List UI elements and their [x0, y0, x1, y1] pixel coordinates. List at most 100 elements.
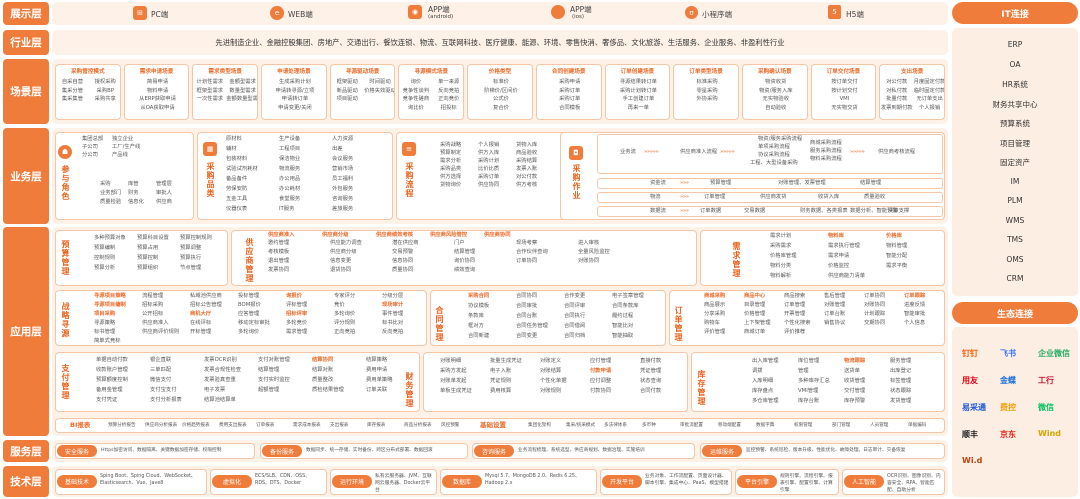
- finance-item: 电子入账: [490, 368, 512, 374]
- contract-item: 合同条款库: [612, 303, 639, 309]
- strategy-item: 多轮询价: [334, 311, 356, 317]
- category-item: 员工福利: [332, 176, 354, 182]
- strategy-item: 现场审计: [382, 302, 404, 308]
- ops-flow-bar: [597, 134, 943, 174]
- category-item: 生产设备: [279, 136, 301, 142]
- scene-item: 一次性需求: [196, 96, 224, 102]
- order-item: 商品搜索: [784, 293, 806, 299]
- scene-item: 从OA获取申请: [140, 104, 175, 111]
- strategy-item: 寻源项目编制: [94, 302, 126, 308]
- scene-item: 采购申请: [559, 79, 581, 85]
- finance-item: 对账明细: [440, 358, 462, 364]
- eco-logo: 用友: [962, 376, 978, 385]
- inventory-item: 入库明细: [752, 378, 774, 384]
- base-item: 移动端配置: [718, 423, 741, 428]
- it-system-item: OA: [1009, 59, 1021, 69]
- pay-item: 结算对账: [312, 367, 334, 373]
- contract-label: 合同管理: [435, 306, 444, 342]
- sourcing-item: 比价比质: [478, 166, 500, 172]
- finance-item: 采购方发起: [440, 368, 467, 374]
- category-item: 出差: [332, 146, 343, 152]
- budget-item: 预算分析: [94, 265, 116, 271]
- service-pill: 安全服务: [57, 445, 97, 457]
- tech-pill: 数据库: [442, 475, 482, 488]
- budget-item: 预算控制规则: [180, 235, 212, 241]
- strategy-item: 分级分层: [382, 293, 404, 299]
- it-system-item: CRM: [1006, 274, 1024, 283]
- ops-lane-step: 对账管理、发票管理: [778, 180, 826, 186]
- scene-item: 采购共享: [94, 96, 116, 102]
- role-item: 独立企业: [112, 136, 134, 142]
- pay-item: 超额管理: [258, 387, 280, 393]
- pay-item: 质量整改: [312, 377, 334, 383]
- pay-card: [55, 352, 420, 412]
- eco-logo: 易采通: [962, 403, 986, 412]
- sourcing-item: 供方考核: [516, 182, 538, 188]
- inventory-item: 收货管理: [844, 378, 866, 384]
- contract-item: 合同归档: [564, 333, 586, 339]
- service-card: [260, 443, 468, 459]
- ops-lane-label: 物流: [650, 194, 661, 200]
- scene-card: 订单类型场景标准采购零星采购外协采购: [673, 64, 739, 120]
- pay-item: 结算策略: [366, 357, 388, 363]
- order-item: 分享采购: [704, 311, 726, 317]
- role-item: 采购: [100, 181, 111, 187]
- bi-item: 库存报表: [367, 423, 386, 428]
- display-row: [52, 2, 948, 25]
- supplier-item: 交易预警: [392, 249, 414, 255]
- order-item: 商城订单: [744, 329, 766, 335]
- industry-text: 先进制造企业、金融控股集团、房地产、交通出行、餐饮连锁、物流、互联网科技、医疗健…: [215, 38, 785, 47]
- finance-item: 付款协同: [590, 388, 612, 394]
- finance-item: 对账定义: [540, 358, 562, 364]
- people-icon: ☗: [58, 145, 72, 159]
- ops-flow-service: 服务采购流程: [810, 148, 842, 154]
- eco-logo: 顺丰: [962, 430, 978, 439]
- supplier-item: 退出管理: [268, 258, 290, 264]
- ops-lane-arrows: »»»: [680, 194, 689, 200]
- demand-item: 需求申请: [828, 253, 850, 259]
- tech-desc: OCR识别、图像识别、内容安全、RPA、智能匹配、自助分析: [887, 474, 941, 493]
- scene-title: 寻源模式场景: [414, 69, 449, 75]
- sourcing-item: 采购品类: [440, 166, 462, 172]
- eco-logo: 微信: [1038, 403, 1054, 412]
- contract-item: 履约过程: [612, 313, 634, 319]
- ops-lane-step: 订单管理: [704, 194, 726, 200]
- demand-item: 物料分类: [770, 263, 792, 269]
- category-item: 保洁物业: [279, 156, 301, 162]
- pay-item: 支付宝支付: [150, 387, 177, 393]
- scene-item: 物资收货: [765, 79, 787, 85]
- bi-item: 供应商分析报表: [145, 423, 178, 428]
- roles-label: 参与角色: [61, 165, 70, 201]
- it-system-item: 财务共享中心: [992, 99, 1038, 109]
- scene-card: 价格类型标准价阶梯价/区间价公式价复合价: [467, 64, 533, 120]
- budget-item: 预算组织: [137, 265, 159, 271]
- supplier-item: 门户: [454, 240, 465, 246]
- contract-item: 采购合同: [468, 293, 490, 299]
- service-desc: 数据同步、统一存储、实时备份、跨区分布式部署、数据回滚: [306, 448, 433, 453]
- demand-item: 物料库: [828, 233, 844, 239]
- role-item: 子公司: [82, 144, 98, 150]
- order-item: 评价推荐: [784, 329, 806, 335]
- supplier-item: 考核模板: [268, 249, 290, 255]
- ops-lane-bar: [597, 178, 943, 189]
- strategy-item: 投标管理: [238, 293, 260, 299]
- demand-label: 需求管理: [732, 242, 741, 278]
- role-item: 工厂/生产线: [112, 144, 141, 150]
- inventory-item: VMI管理: [798, 388, 819, 394]
- category-item: 营销市场: [332, 166, 354, 172]
- finance-label: 财务管理: [405, 372, 414, 408]
- layer-tech: 技术层: [3, 466, 49, 497]
- contract-item: 合同借阅: [564, 323, 586, 329]
- budget-label: 预算管理: [61, 240, 70, 276]
- sourcing-item: 发票入账: [516, 166, 538, 172]
- budget-item: 预算调整: [180, 245, 202, 251]
- order-item: 目录管理: [744, 302, 766, 308]
- ops-lane-step: 决策支撑: [888, 208, 910, 214]
- inventory-item: 库存台账: [798, 398, 820, 404]
- scene-item: 标准价: [493, 79, 509, 85]
- scene-item: 月度固定付款: [913, 79, 945, 85]
- inventory-item: 调拨: [752, 368, 763, 374]
- order-item: 价格管理: [744, 311, 766, 317]
- scene-item: 手工创建订单: [622, 96, 655, 102]
